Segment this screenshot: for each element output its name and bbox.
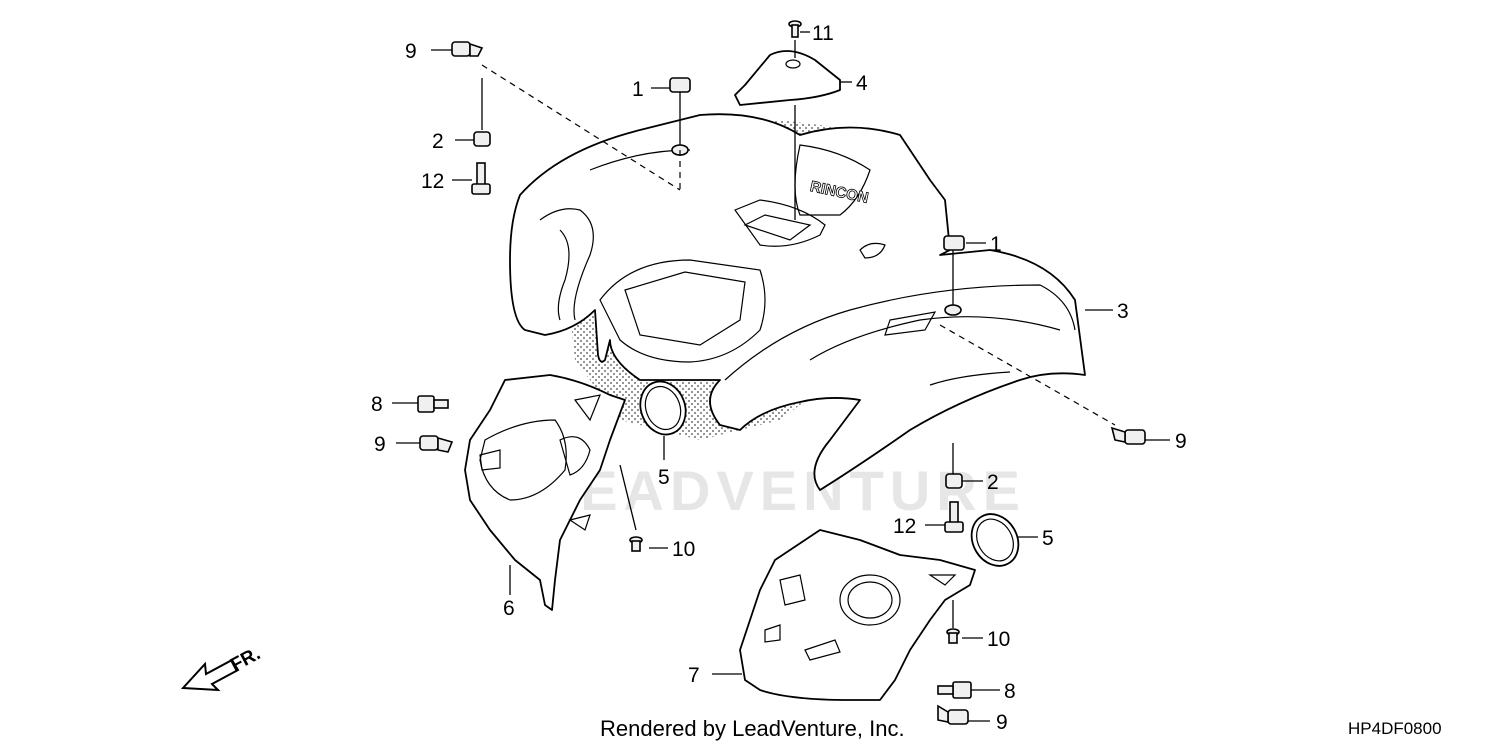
grommet-1-right[interactable] xyxy=(943,235,965,316)
callout-12-left: 12 xyxy=(421,170,444,193)
front-fender[interactable]: RINCON xyxy=(509,113,1086,491)
grommet-1-top[interactable] xyxy=(669,77,691,156)
callout-5-left: 5 xyxy=(658,466,670,489)
callout-9-bottom: 9 xyxy=(996,711,1008,734)
front-arrow-icon xyxy=(180,658,240,692)
collar-2-right[interactable] xyxy=(945,473,963,489)
clip-9-right[interactable] xyxy=(1110,426,1146,445)
fender-cover-lid[interactable] xyxy=(734,50,841,106)
screw-11[interactable] xyxy=(788,20,802,38)
callout-numbers: 9 11 4 1 2 12 1 3 9 8 9 5 6 10 2 12 5 10… xyxy=(371,22,1187,734)
callout-5-right: 5 xyxy=(1042,527,1054,550)
clip-9-bottom[interactable] xyxy=(937,704,969,725)
callout-12-right: 12 xyxy=(893,515,916,538)
callout-1-top: 1 xyxy=(632,78,644,101)
callout-10-left: 10 xyxy=(672,538,695,561)
render-credit: Rendered by LeadVenture, Inc. xyxy=(600,716,905,741)
callout-2-left: 2 xyxy=(432,130,444,153)
callout-1-right: 1 xyxy=(990,233,1002,256)
front-direction-indicator: FR. xyxy=(180,643,264,692)
leader-lines xyxy=(392,31,1170,722)
bolt-8-left[interactable] xyxy=(417,395,449,413)
callout-2-right: 2 xyxy=(987,471,999,494)
callout-7: 7 xyxy=(688,664,700,687)
bolt-12-right[interactable] xyxy=(944,501,964,533)
callout-4: 4 xyxy=(856,72,868,95)
screw-10-right[interactable] xyxy=(946,628,960,644)
right-inner-panel[interactable] xyxy=(739,529,976,701)
clip-9-top[interactable] xyxy=(451,41,484,57)
watermark-text: LEADVENTURE xyxy=(540,459,1026,522)
screw-10-left[interactable] xyxy=(629,536,643,552)
callout-6: 6 xyxy=(503,597,515,620)
callout-11: 11 xyxy=(812,22,834,45)
grommet-ring-left[interactable] xyxy=(633,375,693,441)
callout-8-left: 8 xyxy=(371,393,383,416)
callout-9-left: 9 xyxy=(374,433,386,456)
clip-9-left[interactable] xyxy=(419,435,454,453)
callout-8-bottom: 8 xyxy=(1004,680,1016,703)
diagram-code: HP4DF0800 xyxy=(1348,719,1442,738)
collar-2-left[interactable] xyxy=(473,131,491,147)
callout-9-top: 9 xyxy=(405,40,417,63)
callout-10-right: 10 xyxy=(987,628,1010,651)
bolt-8-bottom[interactable] xyxy=(937,681,972,699)
callout-3: 3 xyxy=(1117,300,1129,323)
grommet-ring-right[interactable] xyxy=(962,506,1027,575)
bolt-12-left[interactable] xyxy=(471,162,491,195)
left-inner-panel[interactable] xyxy=(464,374,626,611)
hardware xyxy=(417,20,1146,725)
callout-9-right: 9 xyxy=(1175,430,1187,453)
